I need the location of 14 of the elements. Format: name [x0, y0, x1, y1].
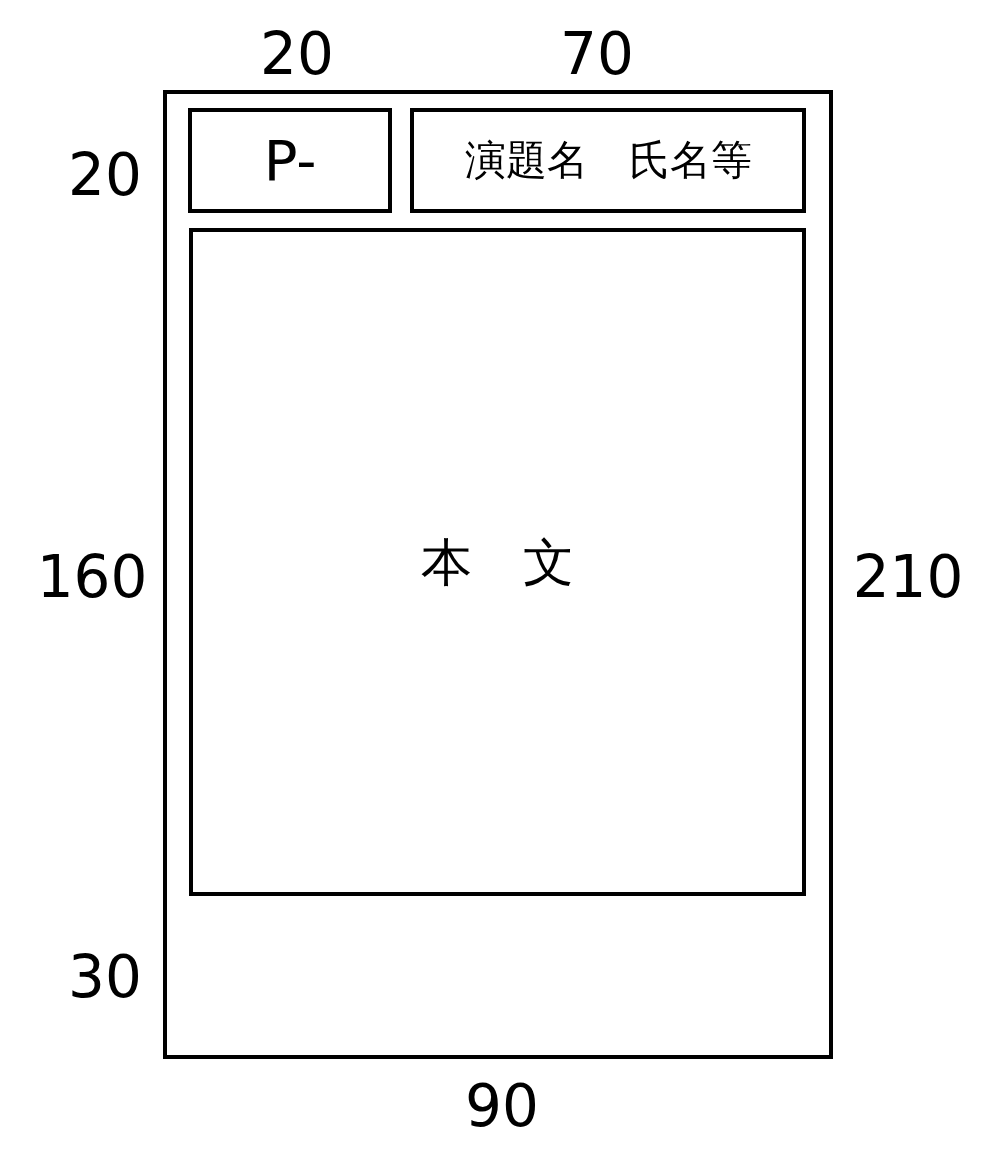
node-text: 本 文 [421, 536, 574, 588]
body-text-box [189, 228, 806, 896]
dimension-label: 90 [465, 1077, 539, 1135]
title-author-box [410, 108, 806, 213]
node-text: P- [263, 132, 317, 189]
dimension-label: 160 [36, 548, 148, 606]
outer-frame [163, 90, 833, 1059]
dimension-label: 20 [68, 146, 142, 204]
node-text: 演題名 氏名等 [464, 140, 752, 181]
dimension-label: 210 [852, 548, 964, 606]
page-number-box [188, 108, 392, 213]
dimension-label: 20 [260, 25, 334, 83]
dimension-label: 70 [560, 25, 634, 83]
dimension-label: 30 [68, 948, 142, 1006]
